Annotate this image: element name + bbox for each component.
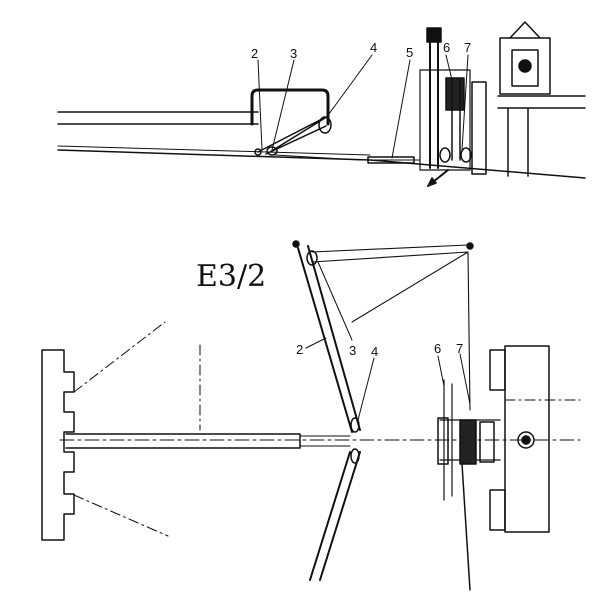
side-deck-fitting	[254, 148, 262, 156]
side-mast-cap	[426, 27, 442, 43]
plan-callout-3: 3	[349, 343, 356, 358]
plan-lamp-symbol	[517, 431, 535, 449]
side-winch-frame	[419, 69, 471, 171]
plan-callout-leader-7	[459, 353, 471, 405]
plan-callout-leader-3	[317, 261, 353, 341]
side-lamp-glass	[511, 49, 539, 87]
side-arrowhead	[427, 177, 437, 187]
side-block-4	[318, 116, 332, 134]
plan-winch-drum	[459, 419, 477, 465]
plan-deckhouse	[504, 345, 550, 533]
plan-left-structure	[41, 349, 75, 541]
side-callout-leader-4	[325, 54, 373, 119]
side-callout-leader-7	[461, 54, 469, 151]
side-callout-3: 3	[290, 46, 297, 61]
side-lamp-light	[518, 59, 532, 73]
plan-block-4b	[350, 448, 360, 464]
plan-callout-4: 4	[371, 344, 378, 359]
plan-winch-flange-left	[437, 417, 449, 465]
plan-construction-line-lower	[73, 494, 169, 537]
plan-rope-down	[461, 463, 471, 591]
plan-boom	[65, 433, 301, 449]
side-lamp-post	[499, 37, 551, 95]
plan-top-pivot-left	[292, 240, 300, 248]
plan-rigging-lines	[311, 244, 471, 411]
plan-wheel-spokes	[443, 379, 453, 501]
side-deck-rope	[274, 154, 421, 161]
side-callouts	[257, 54, 469, 159]
figure-title: E3/2	[196, 259, 266, 294]
side-callout-5: 5	[406, 45, 413, 60]
side-deck-line	[57, 149, 586, 179]
plan-callout-7: 7	[456, 341, 463, 356]
plan-callouts	[305, 261, 471, 421]
plan-callout-leader-2	[305, 337, 327, 349]
plan-deckhouse-tab-bottom	[489, 489, 506, 531]
side-lamp-top	[509, 21, 541, 39]
side-callout-leader-5	[391, 59, 411, 159]
side-deckhouse	[497, 95, 586, 177]
side-callout-6: 6	[443, 40, 450, 55]
plan-arm-lower	[309, 451, 361, 581]
side-deck-plank-5	[367, 156, 415, 164]
side-mast	[429, 39, 439, 169]
plan-lamp-symbol-inner	[521, 435, 531, 445]
plan-boom-end	[299, 435, 351, 447]
side-boom	[57, 111, 259, 125]
side-wheel	[471, 81, 487, 175]
side-winch-pawl	[439, 147, 451, 163]
side-elevation-view	[57, 21, 586, 187]
plan-callout-6: 6	[434, 341, 441, 356]
side-callout-leader-6	[445, 54, 453, 81]
plan-arm-upper	[297, 245, 361, 433]
plan-construction-line-upper	[73, 321, 166, 393]
side-block-3	[266, 146, 278, 156]
side-callout-leader-2	[257, 59, 263, 151]
plan-callout-2: 2	[296, 342, 303, 357]
side-gallows-bracket	[250, 88, 330, 126]
plan-view	[41, 240, 581, 591]
plan-callout-leader-6	[437, 355, 445, 387]
plan-top-pivot-right	[466, 242, 474, 250]
side-callout-7: 7	[464, 40, 471, 55]
plan-callout-leader-4	[357, 357, 375, 421]
side-winch-pawl-2	[460, 147, 472, 163]
side-callout-leader-3	[271, 59, 295, 151]
side-callout-4: 4	[370, 40, 377, 55]
side-deck-inner-line	[57, 145, 371, 156]
side-winch-drum	[445, 77, 465, 111]
side-callout-2: 2	[251, 46, 258, 61]
plan-winch-flange-right	[479, 421, 495, 463]
side-winch-rope	[451, 77, 461, 161]
plan-block-4a	[350, 417, 360, 433]
plan-deckhouse-tab-top	[489, 349, 506, 391]
plan-block-3	[306, 250, 318, 266]
